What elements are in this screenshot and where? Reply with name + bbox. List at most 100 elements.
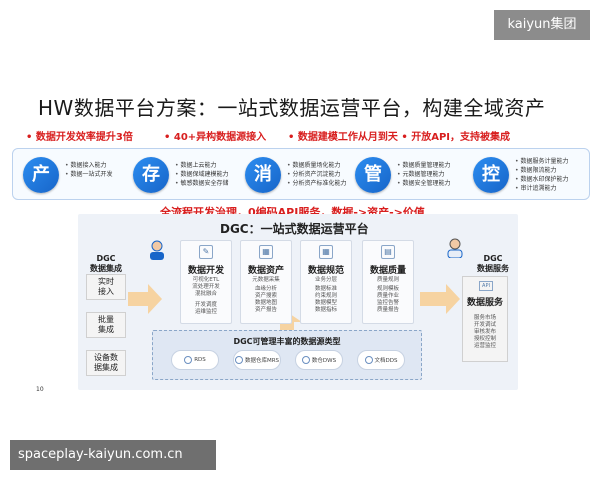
module-item: 质量规则	[376, 277, 399, 283]
module-item: 数据地图	[254, 300, 277, 306]
module-items: 业务分层 数据标准 约束规则 数据模型 数据指标	[301, 277, 351, 314]
pillar-item: 分析资产沉淀能力	[287, 170, 346, 179]
pillar-items: 数据质量管理能力 元数据管理能力 数据安全管理能力	[397, 161, 450, 188]
module-item: 监控告警	[376, 300, 399, 306]
pillar-item: 数据安全管理能力	[397, 179, 450, 188]
module-item: 运维监控	[194, 309, 217, 315]
capability-pillars: 产 数据接入能力 数据一站式开发 存 数据上云能力 数据保域建模能力 敏感数据安…	[12, 148, 590, 200]
grid-icon: ▦	[319, 245, 333, 259]
pillar-items: 数据上云能力 数据保域建模能力 敏感数据安全存储	[175, 161, 228, 188]
watermark-bottom: spaceplay-kaiyun.com.cn	[10, 440, 216, 470]
panel-item: 开发调试	[473, 322, 496, 328]
module-item: 业务分层	[314, 277, 337, 283]
realtime-ingest-box: 实时 接入	[86, 274, 126, 300]
highlight-modeling: • 数据建模工作从月到天 • 开放API，支持被集成	[288, 132, 511, 143]
pillar-item: 数据水印保护能力	[515, 175, 568, 184]
batch-integration-box: 批量 集成	[86, 312, 126, 338]
pillar-items: 数据质量场化能力 分析资产沉淀能力 分析资产标准化能力	[287, 161, 346, 188]
highlight-sources: • 40+异构数据源接入	[164, 132, 267, 143]
panel-name: 数据服务	[466, 298, 503, 308]
module-name: 数据开发	[187, 266, 224, 276]
module-data-assets: ▦ 数据资产 元数据采集 血缘分析 资产搜索 数据地图 资产报告	[240, 240, 292, 324]
highlight-efficiency: • 数据开发效率提升3倍	[26, 132, 133, 143]
pillar-item: 数据上云能力	[175, 161, 228, 170]
module-item: 数据指标	[314, 307, 337, 313]
pillar-item: 数据质量管理能力	[397, 161, 450, 170]
database-icon	[234, 356, 243, 364]
pillar-item: 数据一站式开发	[65, 170, 112, 179]
module-item: 资产报告	[254, 307, 277, 313]
module-name: 数据规范	[307, 266, 344, 276]
panel-item: 授权控制	[473, 336, 496, 342]
module-items: 可视化ETL 流处理开发 混批融合 开发调度 运维监控	[181, 277, 231, 316]
module-items: 元数据采集 血缘分析 资产搜索 数据地图 资产报告	[241, 277, 291, 314]
module-item: 约束规则	[314, 293, 337, 299]
pillar-items: 数据接入能力 数据一站式开发	[65, 161, 112, 179]
module-item: 质量报告	[376, 307, 399, 313]
panel-item: 运营监控	[473, 343, 496, 349]
pillar-item: 审计追溯能力	[515, 184, 568, 193]
panel-items: 服务市场 开发调试 审核发布 授权控制 运营监控	[463, 315, 507, 350]
pillar-badge: 控	[473, 157, 509, 193]
module-item: 流处理开发	[192, 284, 220, 290]
module-item: 开发调度	[194, 302, 217, 308]
module-data-quality: ▤ 数据质量 质量规则 规则模板 质量作业 监控告警 质量报告	[362, 240, 414, 324]
module-items: 质量规则 规则模板 质量作业 监控告警 质量报告	[363, 277, 413, 314]
flow-arrow-left	[128, 284, 162, 314]
pillar-item: 数据限流能力	[515, 166, 568, 175]
api-icon: API	[479, 281, 493, 291]
source-label: 数仓DWS	[311, 358, 337, 364]
dgc-platform-title: DGC：一站式数据运营平台	[220, 222, 369, 236]
module-data-development: ✎ 数据开发 可视化ETL 流处理开发 混批融合 开发调度 运维监控	[180, 240, 232, 324]
data-services-panel: API 数据服务 服务市场 开发调试 审核发布 授权控制 运营监控	[462, 276, 508, 362]
right-title: DGC 数据服务	[477, 254, 509, 273]
pillar-item: 数据质量场化能力	[287, 161, 346, 170]
data-sources-panel: DGC可管理丰富的数据源类型 RDS 数据仓库MRS 数仓DWS 文档DDS	[152, 330, 422, 380]
chart-icon: ▤	[381, 245, 395, 259]
module-item: 血缘分析	[254, 286, 277, 292]
panel-item: 审核发布	[473, 329, 496, 335]
module-item: 质量作业	[376, 293, 399, 299]
source-label: 数据仓库MRS	[244, 358, 280, 364]
code-icon: ✎	[199, 245, 213, 259]
engineer-icon	[150, 240, 164, 260]
data-sources-title: DGC可管理丰富的数据源类型	[233, 337, 341, 346]
pillar-badge: 管	[355, 157, 391, 193]
module-item: 元数据采集	[252, 277, 280, 283]
pillar-badge: 消	[245, 157, 281, 193]
highlights-bar: • 数据开发效率提升3倍 • 40+异构数据源接入 • 数据建模工作从月到天 •…	[26, 128, 586, 144]
module-item: 数据模型	[314, 300, 337, 306]
pillar-badge: 存	[133, 157, 169, 193]
module-item: 规则模板	[376, 286, 399, 292]
module-data-standards: ▦ 数据规范 业务分层 数据标准 约束规则 数据模型 数据指标	[300, 240, 352, 324]
pillar-item: 数据保域建模能力	[175, 170, 228, 179]
database-icon	[301, 356, 310, 364]
scientist-icon	[447, 238, 463, 258]
pillar-item: 分析资产标准化能力	[287, 179, 346, 188]
module-name: 数据资产	[247, 266, 284, 276]
source-label: 文档DDS	[374, 358, 398, 364]
source-label: RDS	[194, 357, 206, 363]
pillar-item: 数据接入能力	[65, 161, 112, 170]
module-item: 可视化ETL	[192, 277, 220, 283]
module-item: 混批融合	[194, 291, 217, 297]
database-icon	[364, 356, 373, 364]
module-item: 数据标准	[314, 286, 337, 292]
pillar-item: 数据服务计量能力	[515, 157, 568, 166]
watermark-top: kaiyun集团	[494, 10, 590, 40]
left-title: DGC 数据集成	[90, 254, 122, 273]
module-item: 资产搜索	[254, 293, 277, 299]
source-rds: RDS	[171, 350, 219, 370]
database-icon	[184, 356, 193, 364]
pillar-badge: 产	[23, 157, 59, 193]
source-dws: 数仓DWS	[295, 350, 343, 370]
page-number: 10	[36, 386, 44, 393]
flow-arrow-right	[420, 284, 460, 314]
pillar-item: 元数据管理能力	[397, 170, 450, 179]
device-integration-box: 设备数 据集成	[86, 350, 126, 376]
source-mrs: 数据仓库MRS	[233, 350, 281, 370]
module-name: 数据质量	[369, 266, 406, 276]
pillar-item: 敏感数据安全存储	[175, 179, 228, 188]
panel-item: 服务市场	[473, 315, 496, 321]
pillar-items: 数据服务计量能力 数据限流能力 数据水印保护能力 审计追溯能力	[515, 157, 568, 193]
